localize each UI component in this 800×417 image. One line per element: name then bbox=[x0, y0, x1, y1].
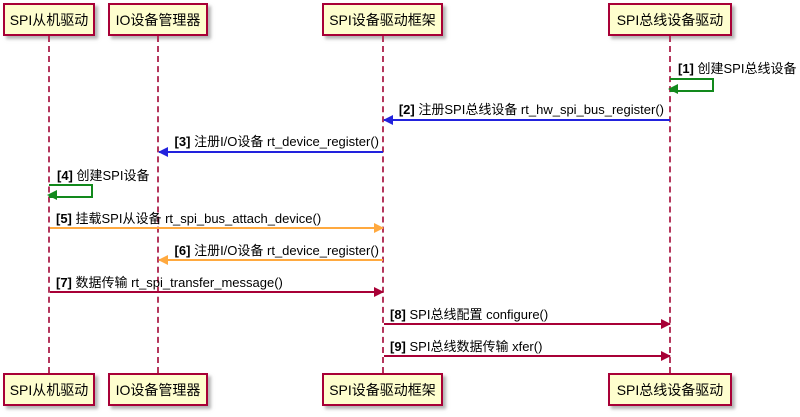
message-8-number: [8] bbox=[390, 307, 406, 322]
message-2-text: 注册SPI总线设备 rt_hw_spi_bus_register() bbox=[418, 102, 664, 117]
arrowhead-right-icon bbox=[374, 287, 384, 297]
message-5-number: [5] bbox=[56, 211, 72, 226]
lifeline-spi-slave-driver bbox=[48, 36, 50, 373]
message-7-number: [7] bbox=[56, 275, 72, 290]
arrowhead-right-icon bbox=[661, 319, 671, 329]
participant-bottom-spi-driver-framework: SPI设备驱动框架 bbox=[322, 373, 443, 406]
participant-top-spi-driver-framework: SPI设备驱动框架 bbox=[322, 3, 443, 36]
message-9-text: SPI总线数据传输 xfer() bbox=[409, 339, 543, 354]
message-1-number: [1] bbox=[678, 61, 694, 76]
message-6-label: [6] 注册I/O设备 rt_device_register() bbox=[159, 243, 379, 258]
message-3-label: [3] 注册I/O设备 rt_device_register() bbox=[159, 134, 379, 149]
message-4-text: 创建SPI设备 bbox=[76, 168, 150, 183]
message-9-number: [9] bbox=[390, 339, 406, 354]
message-7-text: 数据传输 rt_spi_transfer_message() bbox=[75, 275, 283, 290]
message-4-label: [4] 创建SPI设备 bbox=[57, 168, 149, 183]
participant-bottom-spi-bus-device-driver: SPI总线设备驱动 bbox=[608, 373, 732, 406]
arrowhead-left-icon bbox=[383, 115, 393, 125]
lifeline-io-device-manager bbox=[157, 36, 159, 373]
participant-top-spi-bus-device-driver: SPI总线设备驱动 bbox=[608, 3, 732, 36]
arrowhead-left-icon bbox=[47, 190, 57, 200]
message-3-number: [3] bbox=[174, 134, 191, 149]
participant-top-spi-slave-driver: SPI从机驱动 bbox=[3, 3, 95, 36]
message-6-number: [6] bbox=[174, 243, 191, 258]
message-6-arrow bbox=[158, 255, 383, 265]
participant-bottom-spi-slave-driver: SPI从机驱动 bbox=[3, 373, 95, 406]
arrowhead-left-icon bbox=[158, 147, 168, 157]
message-8-text: SPI总线配置 configure() bbox=[409, 307, 549, 322]
lifeline-spi-bus-device-driver bbox=[669, 36, 671, 373]
arrowhead-left-icon bbox=[158, 255, 168, 265]
message-5-text: 挂载SPI从设备 rt_spi_bus_attach_device() bbox=[75, 211, 322, 226]
message-8-arrow bbox=[384, 319, 671, 329]
message-1-label: [1] 创建SPI总线设备 bbox=[678, 61, 796, 76]
message-8-label: [8] SPI总线配置 configure() bbox=[390, 307, 548, 322]
arrowhead-right-icon bbox=[374, 223, 384, 233]
participant-bottom-io-device-manager: IO设备管理器 bbox=[108, 373, 208, 406]
message-1-text: 创建SPI总线设备 bbox=[697, 61, 797, 76]
message-6-text: 注册I/O设备 rt_device_register() bbox=[194, 243, 379, 258]
message-9-arrow bbox=[384, 351, 671, 361]
message-5-arrow bbox=[50, 223, 384, 233]
message-3-text: 注册I/O设备 rt_device_register() bbox=[194, 134, 379, 149]
arrowhead-left-icon bbox=[668, 84, 678, 94]
message-4-number: [4] bbox=[57, 168, 73, 183]
message-3-arrow bbox=[158, 147, 383, 157]
participant-top-io-device-manager: IO设备管理器 bbox=[108, 3, 208, 36]
lifeline-spi-driver-framework bbox=[382, 36, 384, 373]
message-1-self-arrow bbox=[668, 78, 714, 94]
message-7-label: [7] 数据传输 rt_spi_transfer_message() bbox=[56, 275, 283, 290]
message-2-arrow bbox=[383, 115, 670, 125]
arrowhead-right-icon bbox=[661, 351, 671, 361]
message-2-number: [2] bbox=[398, 102, 415, 117]
message-9-label: [9] SPI总线数据传输 xfer() bbox=[390, 339, 542, 354]
message-4-self-arrow bbox=[47, 184, 93, 200]
message-5-label: [5] 挂载SPI从设备 rt_spi_bus_attach_device() bbox=[56, 211, 321, 226]
message-2-label: [2] 注册SPI总线设备 rt_hw_spi_bus_register() bbox=[384, 102, 664, 117]
message-7-arrow bbox=[50, 287, 384, 297]
